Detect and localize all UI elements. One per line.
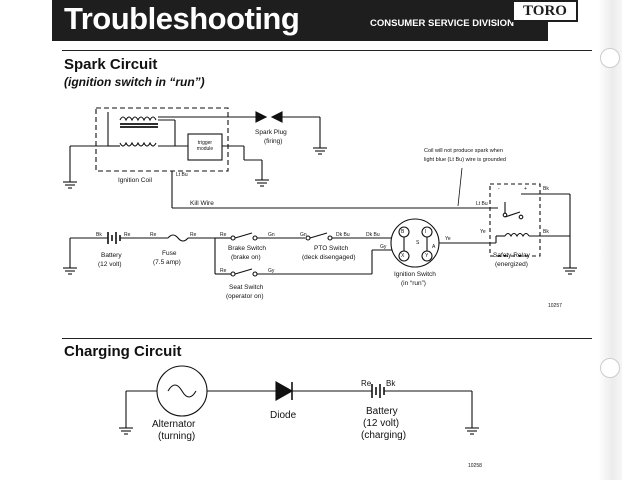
trigger-module-label: trigger module <box>196 140 214 152</box>
charging-section-rule <box>62 338 592 339</box>
terminal-s: S <box>416 240 420 246</box>
charging-battery-volt: (12 volt) <box>363 418 400 429</box>
secondary-coil-icon <box>119 116 157 122</box>
charging-battery-label: Battery <box>366 406 398 417</box>
relay-terminal-minus: - <box>498 186 500 192</box>
safety-relay-label: Safety Relay <box>493 252 530 259</box>
spark-figure-number: 10257 <box>548 303 562 309</box>
wire-label-re-fuse-in: Re <box>150 232 157 238</box>
wire-label-bk-relay-bottom: Bk <box>543 229 549 235</box>
spark-circuit-subtitle: (ignition switch in “run”) <box>64 75 205 89</box>
terminal-a: A <box>432 244 436 250</box>
relay-terminal-plus: + <box>524 186 527 192</box>
wire-label-re-brake: Re <box>220 232 227 238</box>
battery-label: Battery <box>101 252 122 259</box>
ignition-coil-label: Ignition Coil <box>118 177 152 184</box>
brake-state-label: (brake on) <box>231 254 261 261</box>
ground-icon-relay <box>563 267 577 275</box>
battery-volt-label: (12 volt) <box>98 261 122 268</box>
seat-switch-contact <box>230 271 236 277</box>
seat-state-label: (operator on) <box>226 293 264 300</box>
alternator-label: Alternator <box>152 419 196 430</box>
ground-icon-trigger <box>255 179 269 187</box>
page-title: Troubleshooting <box>64 1 300 36</box>
terminal-x: X <box>401 253 405 259</box>
wire-label-ltbu-coil: Lt Bu <box>176 172 188 178</box>
toro-logo: TORO <box>512 0 578 22</box>
diode-label: Diode <box>270 410 297 421</box>
wire-label-re-battery: Re <box>124 232 131 238</box>
fuse-label: Fuse <box>162 250 177 257</box>
wire-label-bk-relay-top: Bk <box>543 186 549 192</box>
ground-icon-spark-plug <box>313 147 327 155</box>
division-label: CONSUMER SERVICE DIVISION <box>370 18 514 29</box>
terminal-y: Y <box>425 253 429 259</box>
ground-icon-charging <box>465 427 479 435</box>
safety-relay-box <box>489 183 541 257</box>
ignition-coil-box <box>95 107 229 172</box>
spark-plug-label: Spark Plug <box>255 129 287 136</box>
diode-icon <box>275 381 294 401</box>
terminal-i: I <box>425 229 427 235</box>
charging-circuit-title: Charging Circuit <box>64 343 182 360</box>
terminal-b: B <box>401 229 405 235</box>
wire-label-re-seat: Re <box>220 268 227 274</box>
wire-label-re-charging: Re <box>361 379 372 388</box>
wire-label-bk-battery: Bk <box>96 232 102 238</box>
coil-note-line-2: light blue (Lt Bu) wire is grounded <box>424 157 506 163</box>
battery-icon <box>107 232 121 244</box>
ground-icon-coil <box>63 181 77 189</box>
alternator-state-label: (turning) <box>158 431 196 442</box>
header-bar <box>52 0 548 41</box>
relay-coil-icon <box>504 232 530 238</box>
wire-label-bk-charging: Bk <box>386 379 396 388</box>
ground-icon-battery <box>63 267 77 275</box>
charging-battery-icon <box>371 384 385 398</box>
wire-label-gy-seat: Gy <box>268 268 275 274</box>
binder-hole-bottom <box>600 358 620 378</box>
ignition-switch-label: Ignition Switch <box>394 271 436 278</box>
spark-plug-icon <box>255 111 268 123</box>
fuse-amp-label: (7.5 amp) <box>153 259 181 266</box>
brake-switch-contact <box>230 235 236 241</box>
pto-state-label: (deck disengaged) <box>302 254 356 261</box>
spark-section-rule <box>62 50 592 51</box>
relay-state-label: (energized) <box>495 261 528 268</box>
charging-figure-number: 10258 <box>468 463 482 469</box>
pto-switch-label: PTO Switch <box>314 245 349 252</box>
ignition-state-label: (in “run”) <box>401 280 426 287</box>
wire-label-ye-relay: Ye <box>480 229 486 235</box>
ignition-switch-icon <box>390 218 440 268</box>
wire-label-gn-brake: Gn <box>268 232 275 238</box>
wire-label-ye-switch: Ye <box>445 236 451 242</box>
coil-note-line-1: Coil will not produce spark when <box>424 148 503 154</box>
fuse-icon <box>167 234 189 242</box>
kill-wire-label: Kill Wire <box>190 200 214 207</box>
charging-battery-state: (charging) <box>361 430 407 441</box>
binder-hole-top <box>600 48 620 68</box>
brake-switch-label: Brake Switch <box>228 245 266 252</box>
wire-label-re-fuse-out: Re <box>190 232 197 238</box>
spark-circuit-title: Spark Circuit <box>64 56 158 73</box>
wire-label-gn-pto: Gn <box>300 232 307 238</box>
seat-switch-label: Seat Switch <box>229 284 264 291</box>
binder-edge <box>598 0 622 480</box>
primary-coil-icon <box>119 141 157 147</box>
spark-plug-state: (firing) <box>264 138 283 145</box>
wire-label-dkbu-switch: Dk Bu <box>366 232 380 238</box>
wire-label-dkbu-pto: Dk Bu <box>336 232 350 238</box>
wire-label-ltbu-relay: Lt Bu <box>476 201 488 207</box>
ground-icon-alternator <box>119 427 133 435</box>
wire-label-gy-switch: Gy <box>380 244 387 250</box>
trigger-module-box <box>187 133 223 161</box>
